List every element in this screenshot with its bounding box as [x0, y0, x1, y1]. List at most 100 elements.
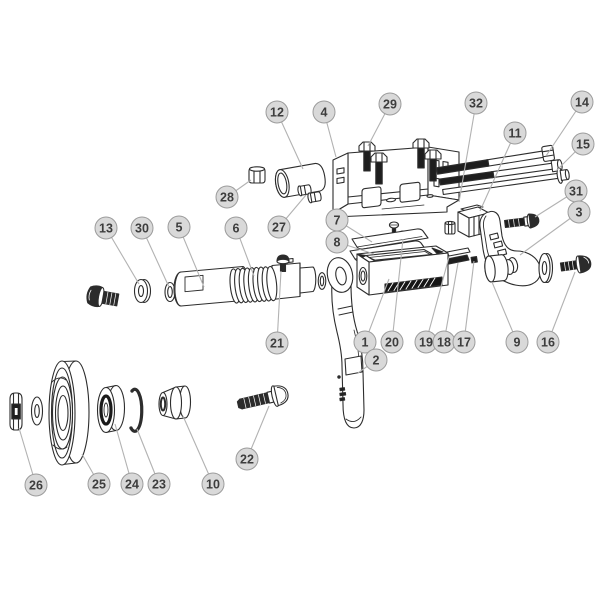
part-axle-nut — [9, 392, 23, 431]
part-oring-30 — [164, 281, 176, 303]
callout-number-28: 28 — [220, 190, 234, 204]
callout-11: 11 — [503, 121, 527, 145]
part-sheave-wheel — [48, 360, 90, 466]
leader-line-16 — [547, 271, 576, 343]
part-handle-lever — [326, 257, 365, 429]
part-bearing — [96, 384, 126, 434]
callout-circle-26 — [24, 473, 48, 497]
part-roller — [484, 254, 509, 283]
callout-29: 29 — [378, 92, 402, 116]
callout-number-8: 8 — [334, 235, 341, 249]
callout-26: 26 — [24, 473, 48, 497]
part-pivot-bolt — [504, 213, 540, 229]
callout-number-21: 21 — [270, 336, 284, 350]
parts-layer — [9, 138, 592, 466]
callout-circle-20 — [380, 330, 404, 354]
callout-20: 20 — [380, 330, 404, 354]
callout-16: 16 — [536, 330, 560, 354]
callout-32: 32 — [464, 91, 488, 115]
callout-1: 1 — [353, 330, 377, 354]
part-cylinder-sleeve — [274, 162, 326, 198]
part-shaft-screw — [276, 254, 290, 273]
part-washer-13 — [133, 278, 152, 304]
callout-circle-24 — [120, 472, 144, 496]
leader-line-20 — [391, 238, 404, 343]
leader-line-19 — [425, 256, 450, 343]
callout-2: 2 — [364, 348, 388, 372]
callout-circle-22 — [235, 447, 259, 471]
callout-number-2: 2 — [373, 353, 380, 367]
callout-circle-13 — [94, 216, 118, 240]
leader-line-10 — [182, 415, 214, 485]
callout-21: 21 — [265, 331, 289, 355]
callout-24: 24 — [120, 472, 144, 496]
callout-6: 6 — [224, 216, 248, 240]
callout-circle-14 — [570, 90, 594, 114]
leader-line-32 — [458, 102, 477, 203]
callout-10: 10 — [201, 472, 225, 496]
callout-23: 23 — [147, 472, 171, 496]
callout-number-24: 24 — [125, 477, 139, 491]
callout-circle-32 — [464, 91, 488, 115]
callout-5: 5 — [167, 215, 191, 239]
callout-circle-3 — [567, 200, 591, 224]
part-spring — [229, 265, 278, 304]
part-pins — [446, 247, 478, 265]
part-oring-lever — [317, 272, 327, 290]
callout-number-19: 19 — [419, 335, 433, 349]
callout-27: 27 — [267, 215, 291, 239]
callout-circle-4 — [312, 100, 336, 124]
callout-number-23: 23 — [152, 477, 166, 491]
callout-31: 31 — [564, 179, 588, 203]
callout-15: 15 — [571, 132, 595, 156]
callout-number-11: 11 — [508, 126, 521, 140]
leader-line-17 — [463, 260, 475, 343]
callout-9: 9 — [505, 330, 529, 354]
callout-circle-21 — [265, 331, 289, 355]
callout-number-16: 16 — [541, 335, 555, 349]
part-hex-bolts — [358, 138, 442, 185]
callout-number-12: 12 — [270, 105, 284, 119]
callout-circle-11 — [503, 121, 527, 145]
callout-19: 19 — [414, 330, 438, 354]
callout-number-15: 15 — [576, 137, 590, 151]
part-snap-ring — [129, 387, 144, 433]
callout-circle-23 — [147, 472, 171, 496]
callout-circle-8 — [325, 230, 349, 254]
callout-circle-16 — [536, 330, 560, 354]
callout-number-20: 20 — [385, 335, 399, 349]
part-bracket — [332, 146, 460, 218]
callout-number-18: 18 — [437, 335, 451, 349]
callout-circle-28 — [215, 185, 239, 209]
callout-number-1: 1 — [362, 335, 369, 349]
callout-circle-12 — [265, 100, 289, 124]
part-left-screw — [86, 285, 120, 308]
callout-circle-2 — [364, 348, 388, 372]
callout-number-31: 31 — [569, 184, 583, 198]
part-axle-bolt — [236, 385, 289, 410]
callout-number-4: 4 — [321, 105, 328, 119]
callout-14: 14 — [570, 90, 594, 114]
callout-22: 22 — [235, 447, 259, 471]
part-guide-block — [444, 204, 490, 238]
leader-line-21 — [276, 270, 282, 344]
callout-circle-9 — [505, 330, 529, 354]
callout-number-22: 22 — [240, 452, 254, 466]
part-hub-spacer — [158, 385, 192, 420]
callout-circle-17 — [452, 330, 476, 354]
callout-circle-6 — [224, 216, 248, 240]
callout-circle-10 — [201, 472, 225, 496]
callout-25: 25 — [87, 472, 111, 496]
callout-circle-25 — [87, 472, 111, 496]
callout-17: 17 — [452, 330, 476, 354]
callout-number-13: 13 — [99, 221, 113, 235]
callout-30: 30 — [130, 216, 154, 240]
part-washer-cam — [538, 252, 554, 284]
part-main-block — [356, 245, 449, 296]
callout-13: 13 — [94, 216, 118, 240]
callout-number-14: 14 — [575, 95, 589, 109]
callout-3: 3 — [567, 200, 591, 224]
part-set-screws — [297, 184, 322, 204]
